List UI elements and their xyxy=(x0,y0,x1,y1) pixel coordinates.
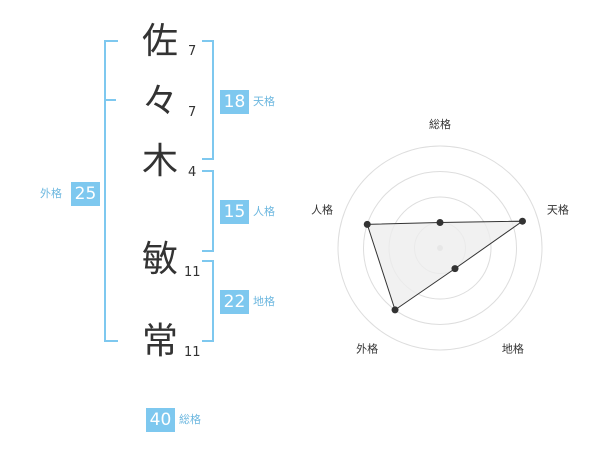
jinkaku-bracket xyxy=(202,170,214,252)
tenkaku-label: 天格 xyxy=(253,95,275,108)
kanji-4: 敏 xyxy=(142,239,179,280)
radar-point xyxy=(451,265,459,273)
radar-axis-label: 総格 xyxy=(429,117,451,131)
tenkaku-badge: 18 xyxy=(220,90,249,114)
stroke-count-3: 4 xyxy=(188,165,197,180)
radar-grid-ring xyxy=(363,171,517,325)
stroke-count-2: 7 xyxy=(188,105,197,120)
tenkaku-bracket xyxy=(202,40,214,160)
stroke-count-1: 7 xyxy=(188,44,197,59)
radar-axis-label: 外格 xyxy=(356,341,378,355)
radar-axis-label: 天格 xyxy=(547,203,569,217)
gaikaku-bracket xyxy=(104,40,118,342)
sokaku-badge: 40 xyxy=(146,408,175,432)
radar-grid-ring xyxy=(337,145,543,351)
kanji-3: 木 xyxy=(142,141,179,182)
stroke-count-4: 11 xyxy=(184,265,201,280)
gaikaku-bracket-tick xyxy=(104,99,116,101)
stroke-count-5: 11 xyxy=(184,345,201,360)
radar-axis-label: 地格 xyxy=(502,341,524,355)
kanji-2: 々 xyxy=(142,81,179,122)
radar-point xyxy=(363,220,371,228)
kanji-1: 佐 xyxy=(142,21,179,62)
radar-point xyxy=(518,217,526,225)
sokaku-label: 総格 xyxy=(179,413,201,426)
jinkaku-label: 人格 xyxy=(253,205,275,218)
jinkaku-badge: 15 xyxy=(220,200,249,224)
radar-points xyxy=(363,217,526,314)
radar-axis-label: 人格 xyxy=(311,203,333,217)
chikaku-badge: 22 xyxy=(220,290,249,314)
gaikaku-badge: 25 xyxy=(71,182,100,206)
radar-point xyxy=(391,306,399,314)
chikaku-label: 地格 xyxy=(253,295,275,308)
radar-value-shape xyxy=(366,220,525,311)
kanji-5: 常 xyxy=(142,321,179,362)
gaikaku-label: 外格 xyxy=(40,187,62,200)
chikaku-bracket xyxy=(202,260,214,342)
radar-point xyxy=(436,219,444,226)
